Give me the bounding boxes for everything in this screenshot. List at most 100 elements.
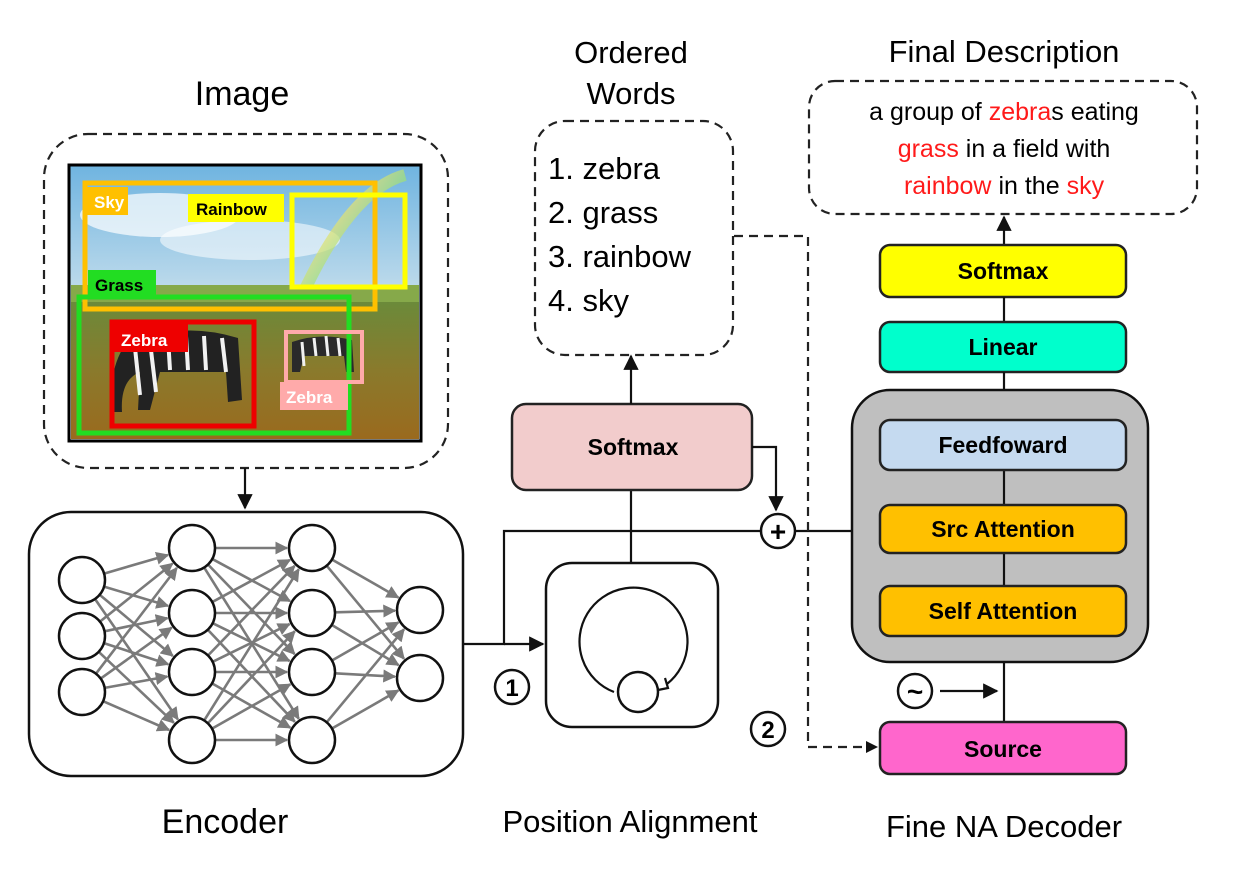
encoder-connection	[99, 626, 173, 680]
ordered-word-item: 4. sky	[548, 283, 629, 318]
highlighted-word: sky	[1067, 172, 1105, 200]
encoder-connection	[334, 604, 397, 618]
linear-label: Linear	[968, 334, 1037, 360]
self-attention-block	[878, 584, 1128, 638]
encoder-neuron	[57, 667, 107, 717]
encoder-connection	[97, 650, 175, 724]
src-attention-block	[878, 503, 1128, 555]
noise-symbol: ~	[907, 676, 923, 707]
encoder-connections	[93, 541, 406, 747]
encoder-connection	[331, 689, 400, 730]
zebra-right-label: Zebra	[286, 388, 333, 407]
encoder-neuron	[395, 653, 445, 703]
encoder-connection	[94, 566, 178, 675]
rainbow-bbox	[289, 192, 408, 290]
encoder-connection	[99, 562, 174, 623]
source-block	[878, 720, 1128, 776]
softmax-middle-label: Softmax	[588, 434, 679, 460]
ordered-words-title-line2: Words	[586, 76, 675, 111]
encoder-connection	[211, 558, 292, 604]
encoder-neuron	[167, 715, 217, 765]
softmax-top-label: Softmax	[958, 258, 1049, 284]
ordered-word-item: 2. grass	[548, 195, 658, 230]
rainbow-arc	[294, 169, 407, 303]
alignment-loop	[578, 586, 689, 694]
source-label: Source	[964, 736, 1042, 762]
encoder-connection	[103, 552, 170, 575]
encoder-connection	[203, 568, 300, 722]
feedforward-block	[878, 418, 1128, 472]
encoder-connection	[103, 585, 170, 609]
encoder-neuron	[287, 523, 337, 573]
ordered-words-title-line1: Ordered	[574, 35, 688, 70]
sky-label: Sky	[94, 193, 125, 212]
ordered-word-item: 1. zebra	[548, 151, 661, 186]
encoder-connection	[206, 630, 296, 725]
encoder-neuron	[167, 523, 217, 573]
encoder-neuron	[167, 588, 217, 638]
step1-label: 1	[505, 675, 518, 702]
plus-symbol: +	[770, 516, 786, 547]
alignment-node	[616, 670, 660, 714]
encoder-connection	[93, 598, 179, 721]
description-text: in a field with	[959, 135, 1110, 163]
step2-label: 2	[761, 717, 774, 744]
alignment-loop-arrowhead	[657, 677, 670, 692]
encoder-connection	[207, 565, 296, 657]
self-attention-label: Self Attention	[929, 598, 1078, 624]
encoder-neuron	[287, 715, 337, 765]
encoder-neuron	[287, 588, 337, 638]
feedforward-label: Feedfoward	[938, 432, 1067, 458]
final-description-line2: grass in a field with	[898, 135, 1111, 163]
dashed-path-to-source	[734, 234, 874, 749]
description-text: in the	[992, 172, 1067, 200]
encoder-neuron	[167, 647, 217, 697]
encoder-neuron	[57, 611, 107, 661]
highlighted-word: rainbow	[904, 172, 992, 200]
decoder-label: Fine NA Decoder	[886, 809, 1122, 844]
encoder-connection	[104, 614, 169, 633]
dashed-path-arrowhead	[866, 741, 878, 753]
wire-encoder-to-plus	[463, 529, 775, 646]
encoder-connection	[331, 558, 400, 599]
noise-marker	[896, 672, 934, 710]
ordered-words-box	[533, 119, 735, 357]
encoder-neurons	[57, 523, 445, 765]
arrow-softmax-to-plus	[752, 445, 784, 512]
description-text: s eating	[1051, 98, 1139, 126]
zebra-left-bbox	[109, 319, 257, 429]
encoder-neuron	[395, 585, 445, 635]
encoder-connection	[102, 700, 171, 732]
rainbow-label: Rainbow	[196, 200, 268, 219]
step1-marker	[493, 668, 531, 706]
grass-label: Grass	[95, 276, 143, 295]
final-description-box	[807, 79, 1199, 216]
src-attention-label: Src Attention	[931, 516, 1075, 542]
encoder-neuron	[57, 555, 107, 605]
final-description-title: Final Description	[889, 34, 1120, 69]
highlighted-word: grass	[898, 135, 959, 163]
zebra-left-label: Zebra	[121, 331, 168, 350]
description-text: a group of	[869, 98, 989, 126]
ordered-word-item: 3. rainbow	[548, 239, 692, 274]
position-alignment-label: Position Alignment	[502, 804, 757, 839]
encoder-connection	[331, 623, 400, 667]
final-description-line3: rainbow in the sky	[904, 172, 1105, 200]
encoder-connection	[331, 621, 400, 662]
encoder-connection	[104, 672, 169, 690]
encoder-neuron	[287, 647, 337, 697]
sky-bbox	[82, 180, 378, 312]
encoder-connection	[212, 622, 291, 664]
step2-marker	[749, 710, 787, 748]
ordered-words-list: 1. zebra 2. grass 3. rainbow 4. sky	[548, 151, 692, 318]
encoder-connection	[211, 683, 292, 730]
image-title: Image	[195, 75, 290, 113]
encoder-connection	[325, 628, 406, 724]
grass-bbox	[76, 294, 352, 436]
final-description-line1: a group of zebras eating	[869, 98, 1139, 126]
scene-image: Sky Rainbow Grass Zebra Zebra	[67, 163, 423, 443]
zebra-graphic-right	[292, 335, 354, 372]
encoder-label: Encoder	[162, 803, 289, 841]
highlighted-word: zebra	[989, 98, 1052, 126]
